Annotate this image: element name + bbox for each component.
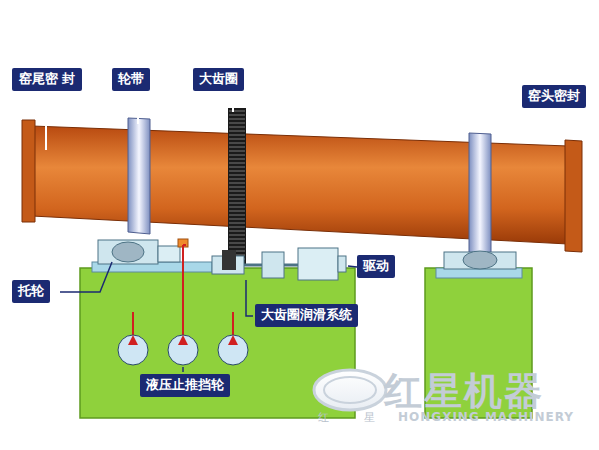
gear-tooth [229,139,245,140]
tire [469,133,491,258]
hydraulic-line [183,244,186,246]
hydraulic-line [182,245,184,335]
leader-lines [60,262,357,372]
watermark: HONGXING MACHINERY [398,410,574,424]
label-box: 窑尾密 封 [12,68,82,91]
hydraulic-gauges [118,335,248,365]
gear-tooth [229,247,245,248]
gear-tooth [229,163,245,164]
gear-tooth [229,195,245,196]
gear-tooth [229,191,245,192]
gear-tooth [229,219,245,220]
gear-tooth [229,175,245,176]
gear-tooth [229,151,245,152]
label-box: 驱动 [357,255,395,278]
kiln-flange [565,140,582,252]
label-box: 窑头密封 [522,85,586,108]
girth-gear [228,108,246,264]
reducer [262,252,284,278]
gear-tooth [229,239,245,240]
watermark-logo [314,370,386,410]
gear-tooth [229,187,245,188]
gear-tooth [229,227,245,228]
part-label: 驱动 [363,258,389,275]
gear-tooth [229,143,245,144]
part-label: 大齿圈润滑系统 [261,307,352,324]
part-label: 窑尾密 封 [18,71,76,88]
gear-tooth [229,159,245,160]
gear-tooth [229,135,245,136]
shaft [244,264,262,267]
part-label: 液压止推挡轮 [146,377,224,394]
support-roller [463,251,497,269]
kiln-flange [22,120,35,222]
part-label: 窑头密封 [528,88,580,105]
gear-tooth [229,243,245,244]
gear-tooth [229,167,245,168]
gear-tooth [229,207,245,208]
watermark: 红 星 [318,410,392,425]
gear-tooth [229,203,245,204]
gear-tooth [229,155,245,156]
hydraulic-line [132,312,134,335]
thrust-roller [158,246,180,262]
label-box: 大齿圈润滑系统 [255,304,358,327]
part-label: 轮带 [118,71,144,88]
label-box: 托轮 [12,280,50,303]
gear-tooth [229,119,245,120]
gear-tooth [229,147,245,148]
thrust-sensor [178,239,188,247]
motor [338,256,346,272]
pinion [222,250,236,270]
gear-tooth [229,223,245,224]
gear-tooth [229,123,245,124]
support-roller [112,242,144,262]
tire [128,118,150,234]
gear-tooth [229,127,245,128]
watermark-logo [324,377,376,403]
gear-tooth [229,199,245,200]
gear-tooth [229,215,245,216]
support-roller [98,240,158,264]
coupling [284,264,298,267]
motor [298,248,338,280]
gear-tooth [229,179,245,180]
leader-lines [46,94,560,150]
watermark: 红星机器 [384,366,544,417]
gear-tooth [229,131,245,132]
part-label: 大齿圈 [199,71,238,88]
gear-tooth [229,235,245,236]
label-box: 轮带 [112,68,150,91]
gear-tooth [229,211,245,212]
hydraulic-line [232,312,234,335]
gear-tooth [229,183,245,184]
label-box: 液压止推挡轮 [140,374,230,397]
part-label: 托轮 [18,283,44,300]
support-roller [444,252,516,269]
gear-tooth [229,111,245,112]
gear-tooth [229,171,245,172]
label-box: 大齿圈 [193,68,244,91]
gear-tooth [229,115,245,116]
gear-tooth [229,231,245,232]
